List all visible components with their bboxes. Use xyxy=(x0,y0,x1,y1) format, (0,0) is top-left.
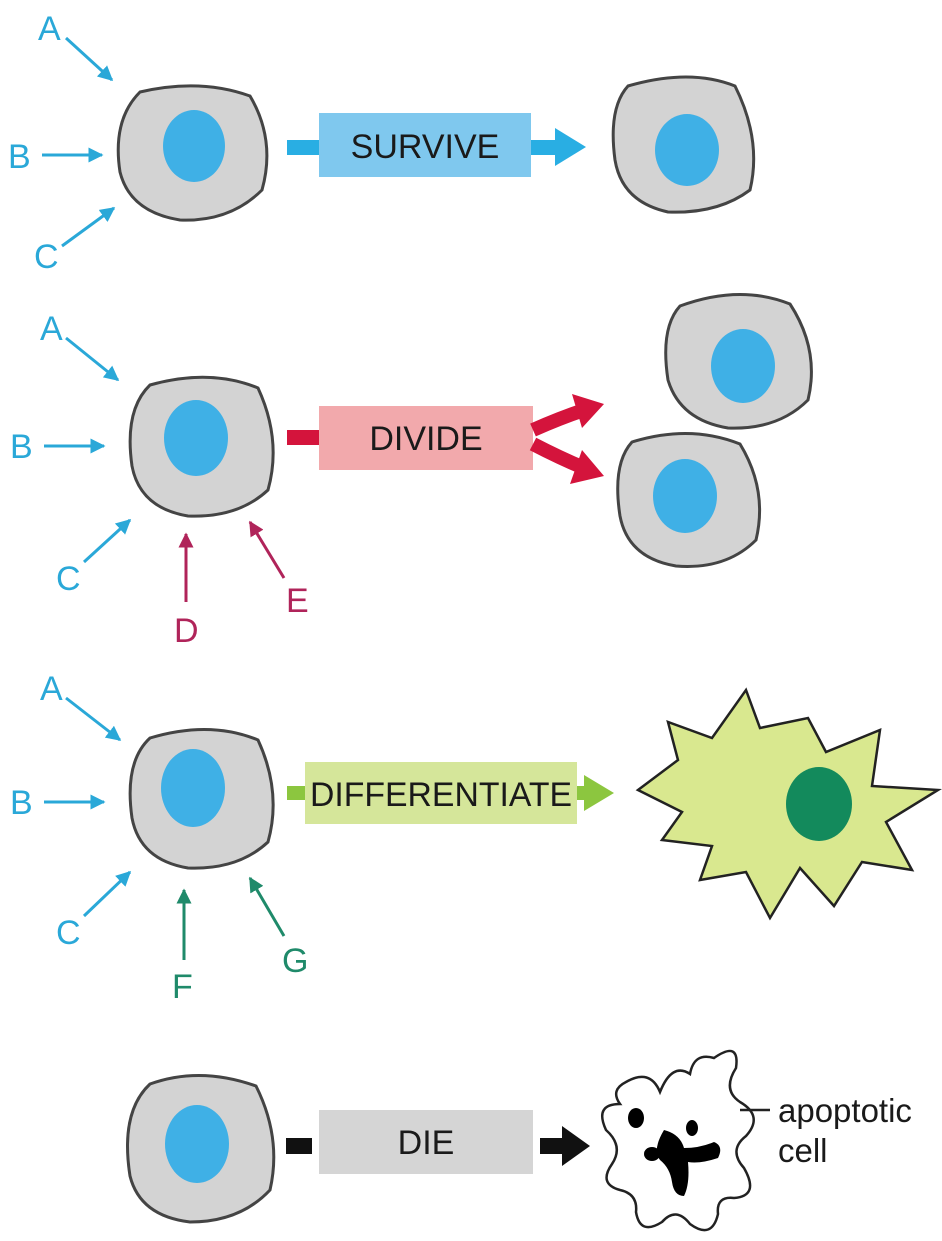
signal-label-g: G xyxy=(282,942,308,980)
signal-label-d: D xyxy=(174,612,199,650)
apoptotic-note-line1: apoptotic xyxy=(778,1092,912,1129)
nucleus xyxy=(655,114,719,186)
cell xyxy=(126,1073,276,1224)
differentiate-label: DIFFERENTIATE xyxy=(310,776,572,814)
signal-e-arrow xyxy=(248,520,286,579)
nucleus xyxy=(653,459,717,533)
signal-label-c: C xyxy=(34,238,59,276)
divide-arrow-tail xyxy=(287,430,319,445)
differentiated-nucleus xyxy=(786,767,852,841)
signal-c-arrow xyxy=(82,518,132,564)
signal-label-b: B xyxy=(8,138,31,176)
die-box xyxy=(319,1110,533,1174)
die-label: DIE xyxy=(398,1124,455,1162)
die-arrow-head xyxy=(540,1126,590,1166)
survive-label: SURVIVE xyxy=(351,128,500,166)
divide-label: DIVIDE xyxy=(369,420,482,458)
surviving-cell xyxy=(611,75,756,214)
signal-a-arrow xyxy=(64,36,114,82)
row-survive: A B C SURVIVE xyxy=(8,10,756,276)
signal-a-arrow xyxy=(65,696,122,742)
signal-label-a: A xyxy=(40,310,63,348)
signal-label-b: B xyxy=(10,784,33,822)
cell xyxy=(128,727,275,870)
signal-c-arrow xyxy=(82,870,132,918)
nucleus xyxy=(163,110,225,182)
nucleus xyxy=(161,749,225,827)
signal-label-c: C xyxy=(56,560,81,598)
signal-a-arrow xyxy=(65,336,120,382)
signal-label-c: C xyxy=(56,914,81,952)
survive-arrow-head xyxy=(531,128,586,166)
nucleus xyxy=(711,329,775,403)
fragmented-nucleus xyxy=(628,1108,721,1196)
row-divide: A B C D E DIVIDE xyxy=(10,292,813,650)
row-die: DIE apoptotic cell xyxy=(126,1049,912,1232)
divide-box xyxy=(319,406,533,470)
apoptotic-cell xyxy=(601,1049,770,1232)
signal-label-a: A xyxy=(38,10,61,48)
cell xyxy=(116,84,269,222)
divide-split-arrow xyxy=(529,394,604,484)
signal-label-e: E xyxy=(286,582,309,620)
die-arrow-tail xyxy=(286,1138,312,1154)
nucleus xyxy=(164,400,228,476)
survive-box xyxy=(319,113,531,177)
daughter-cell-top xyxy=(664,292,813,430)
nucleus xyxy=(165,1105,229,1183)
daughter-cell-bottom xyxy=(616,431,762,568)
differentiated-cell xyxy=(635,687,942,921)
apoptotic-note-line2: cell xyxy=(778,1132,828,1169)
signal-g-arrow xyxy=(248,876,286,937)
signal-label-a: A xyxy=(40,670,63,708)
differentiate-arrow-tail xyxy=(287,786,305,800)
row-differentiate: A B C F G DIFFERENTIATE xyxy=(10,670,942,1006)
cell xyxy=(128,375,275,518)
differentiate-box xyxy=(305,762,577,824)
differentiate-arrow-head xyxy=(577,775,614,811)
signal-c-arrow xyxy=(61,206,116,248)
survive-arrow-tail xyxy=(287,140,319,155)
signal-label-f: F xyxy=(172,968,193,1006)
signal-label-b: B xyxy=(10,428,33,466)
